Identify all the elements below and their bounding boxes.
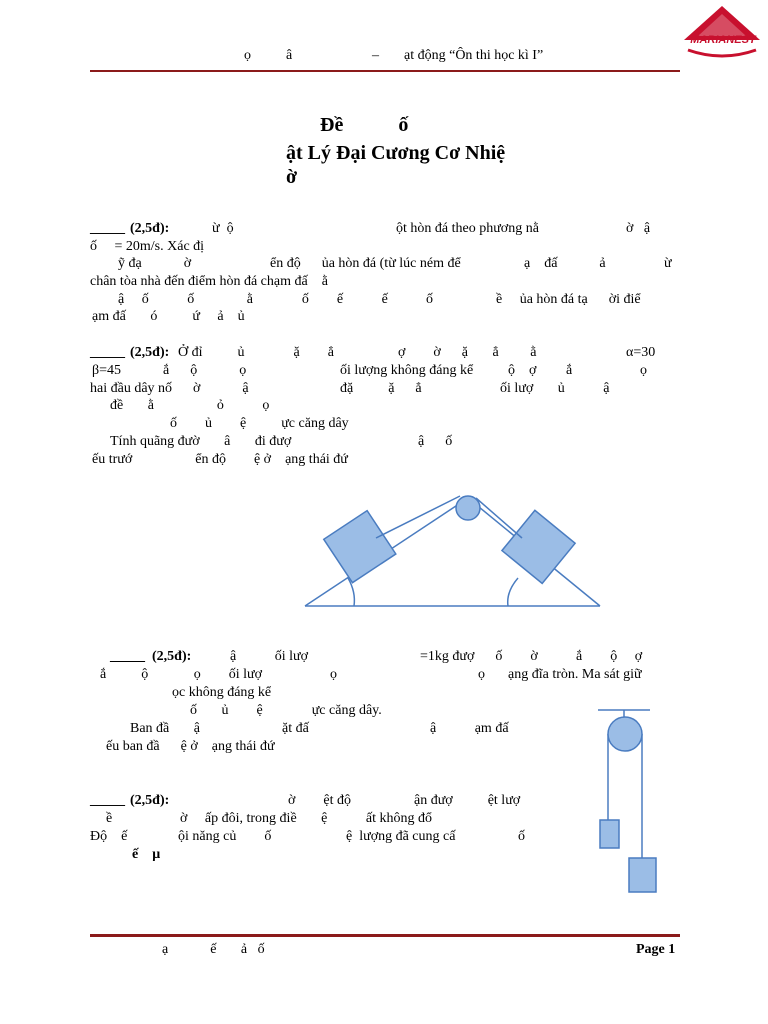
q3-line5c: ậ ạm đấ — [430, 721, 509, 736]
q4-line3b: ội năng củ ố — [178, 829, 272, 844]
rope-left — [375, 495, 461, 539]
large-mass — [628, 857, 657, 893]
q4-line3c: ệ lượng đã cung cấ — [346, 829, 456, 844]
q4-line4: ế μ — [132, 847, 161, 862]
q3-score: (2,5đ): — [152, 649, 192, 664]
pulley — [455, 495, 481, 521]
logo-icon — [684, 6, 760, 58]
title-line1: Đề ố — [320, 114, 409, 136]
q3-line2a: ắ ộ ọ ối lượ — [100, 667, 262, 682]
q3-line5a: Ban đầ ậ — [130, 721, 200, 736]
header-rule — [90, 70, 680, 72]
q3-number: _____ — [110, 649, 145, 664]
q4-score: (2,5đ): — [130, 793, 170, 808]
q4-line3a: Độ ế — [90, 829, 128, 844]
header-dash: – — [372, 48, 379, 63]
q4-line2a: ề — [106, 811, 113, 826]
q2-line2e: ọ — [640, 363, 647, 378]
q2-line2d: ắ — [566, 363, 573, 378]
q1-line3c: ạ đấ ả — [524, 256, 606, 271]
header-left: ọ â — [244, 48, 293, 63]
q2-line5: ố ủ ệ ực căng dây — [170, 416, 349, 431]
q1-line4: chân tòa nhà đến điểm hòn đá chạm đấ ằ — [90, 274, 328, 289]
q1-line1c: ờ ậ — [626, 221, 651, 236]
angle-beta-arc — [506, 577, 519, 607]
q1-line1a: ừ ộ — [212, 221, 234, 236]
q3-line6: ếu ban đầ ệ ở ạng thái đứ — [106, 739, 275, 754]
q2-line4: đề ằ ỏ ọ — [110, 398, 270, 413]
q2-line2b: ối lượng không đáng kể — [340, 363, 474, 378]
q1-line5c: ề ủa hòn đá tạ ời điể — [496, 292, 641, 307]
header-right: ạt động “Ôn thi học kì I” — [404, 48, 544, 63]
q3-line1c: ắ ộ ợ — [576, 649, 643, 664]
angle-alpha-arc — [347, 577, 356, 607]
q1-score: (2,5đ): — [130, 221, 170, 236]
q2-score: (2,5đ): — [130, 345, 170, 360]
rope-right — [475, 497, 523, 539]
q1-line1b: ột hòn đá theo phương nằ — [396, 221, 539, 236]
q1-line2: ố = 20m/s. Xác đị — [90, 239, 205, 254]
footer-left: ạ ế ả ố — [162, 942, 265, 957]
q2-line2c: ộ ợ — [508, 363, 537, 378]
logo-text: MARIANEST — [690, 34, 756, 46]
title-line2: ật Lý Đại Cương Cơ Nhiệ — [286, 142, 506, 164]
page-number: Page 1 — [636, 942, 676, 957]
q2-line7: ếu trướ ển độ ệ ở ạng thái đứ — [92, 452, 348, 467]
q1-number: _____ — [90, 221, 125, 236]
pulley-diagram — [598, 709, 657, 893]
right-block — [500, 509, 577, 585]
logo: MARIANEST — [680, 4, 764, 60]
q1-line3d: ừ — [664, 256, 672, 271]
q4-line2b: ờ ấp đôi, trong điề ệ ất không đổ — [180, 811, 432, 826]
q2-line3a: hai đầu dây nố ờ ậ — [90, 381, 249, 396]
q3-line1b: =1kg đượ ố ờ — [420, 649, 538, 664]
q3-line3: ọc không đáng kể — [172, 685, 272, 700]
q2-line2a: β=45 ắ ộ ọ — [92, 363, 247, 378]
q2-line6a: Tính quãng đườ â đi đượ — [110, 434, 292, 449]
title-line3: ờ — [286, 166, 298, 188]
q1-line5a: ậ ố ố ằ ố ế ế — [118, 292, 388, 307]
q1-line5b: ố — [426, 292, 433, 307]
q2-number: _____ — [90, 345, 125, 360]
footer-rule — [90, 934, 680, 937]
q4-line3d: ố — [518, 829, 525, 844]
q2-line1b: ợ ờ ặ ẳ ằ — [398, 345, 537, 360]
small-mass — [599, 819, 620, 849]
q2-line1c: α=30 — [626, 345, 656, 360]
wedge-diagram — [304, 495, 601, 607]
q1-line3b: ển độ ủa hòn đá (từ lúc ném để — [270, 256, 461, 271]
q1-line3a: ỹ đạ ờ — [118, 256, 192, 271]
pulley — [607, 716, 643, 752]
q2-line3b: đặ ặ ẳ — [340, 381, 422, 396]
q4-line1a: ờ ệt độ — [288, 793, 352, 808]
q3-line5b: ặt đấ — [282, 721, 309, 736]
q4-line1b: ận đượ ệt lượ — [414, 793, 521, 808]
q4-number: _____ — [90, 793, 125, 808]
q3-line2c: ọ — [478, 667, 485, 682]
q2-line6b: ậ ố — [418, 434, 453, 449]
q3-line2b: ọ — [330, 667, 337, 682]
q3-line4: ố ủ ệ ực căng dây. — [190, 703, 382, 718]
q2-line3c: ối lượ ủ ậ — [500, 381, 610, 396]
q3-line2d: ạng đĩa tròn. Ma sát giữ — [508, 667, 642, 682]
q2-line1a: Ở đỉ ủ ặ ẳ — [178, 345, 334, 360]
q1-line6: ạm đấ ó ứ ả ủ — [92, 309, 245, 324]
q3-line1a: ậ ối lượ — [230, 649, 308, 664]
left-block — [322, 509, 397, 584]
